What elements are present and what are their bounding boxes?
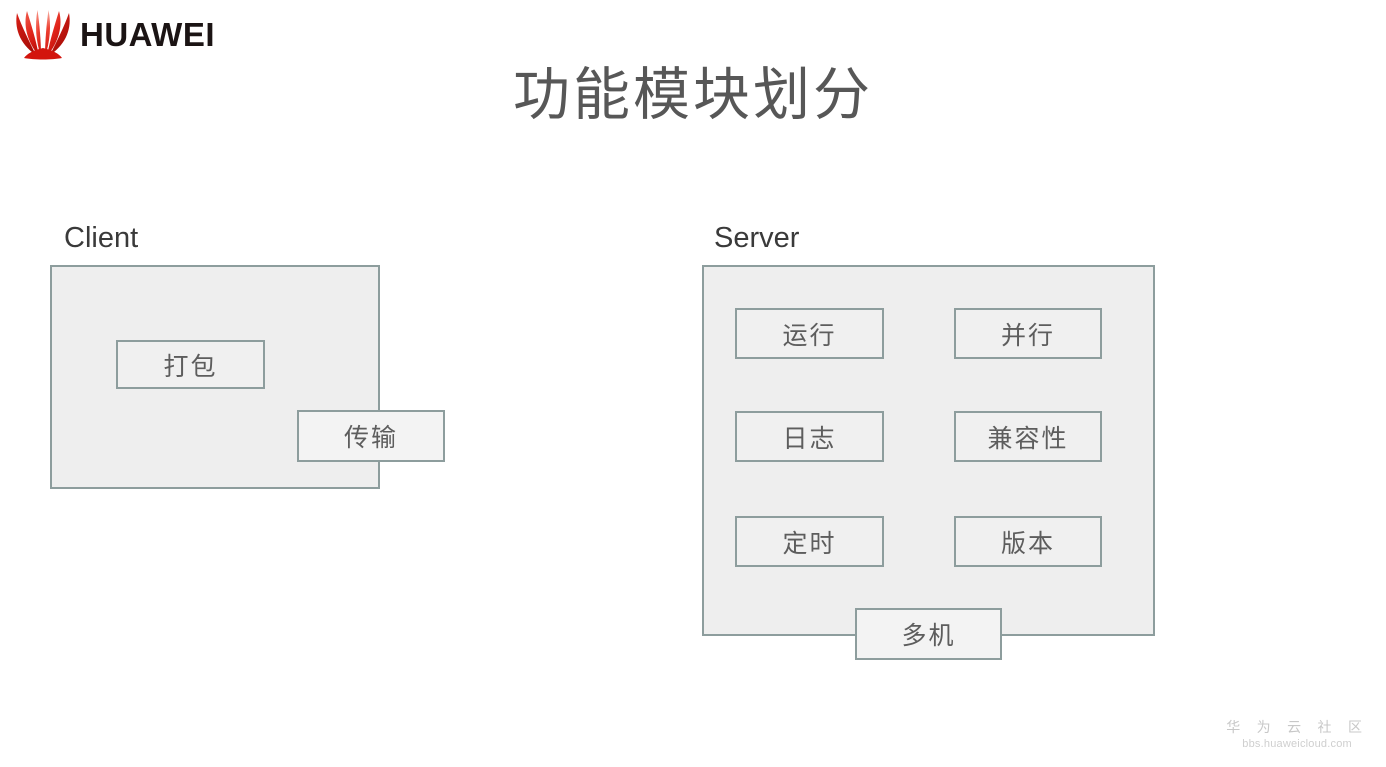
watermark-cn-text: 华 为 云 社 区	[1226, 720, 1368, 736]
huawei-petal-logo-icon	[14, 10, 72, 60]
module-box-pack[interactable]: 打包	[116, 340, 265, 389]
brand-header: HUAWEI	[14, 8, 334, 62]
watermark-url: bbs.huaweicloud.com	[1242, 738, 1352, 750]
module-box-timer[interactable]: 定时	[735, 516, 884, 567]
huawei-wordmark: HUAWEI	[80, 16, 215, 53]
module-box-version[interactable]: 版本	[954, 516, 1102, 567]
module-box-parallel[interactable]: 并行	[954, 308, 1102, 359]
page-title: 功能模块划分	[513, 62, 873, 128]
client-group-label: Client	[64, 222, 139, 254]
module-box-compatibility[interactable]: 兼容性	[954, 411, 1102, 462]
module-box-multi-machine[interactable]: 多机	[855, 608, 1002, 660]
server-group-label: Server	[714, 222, 800, 254]
module-box-log[interactable]: 日志	[735, 411, 884, 462]
module-box-transfer[interactable]: 传输	[297, 410, 445, 462]
module-box-run[interactable]: 运行	[735, 308, 884, 359]
watermark: 华 为 云 社 区 bbs.huaweicloud.com	[1226, 719, 1368, 751]
